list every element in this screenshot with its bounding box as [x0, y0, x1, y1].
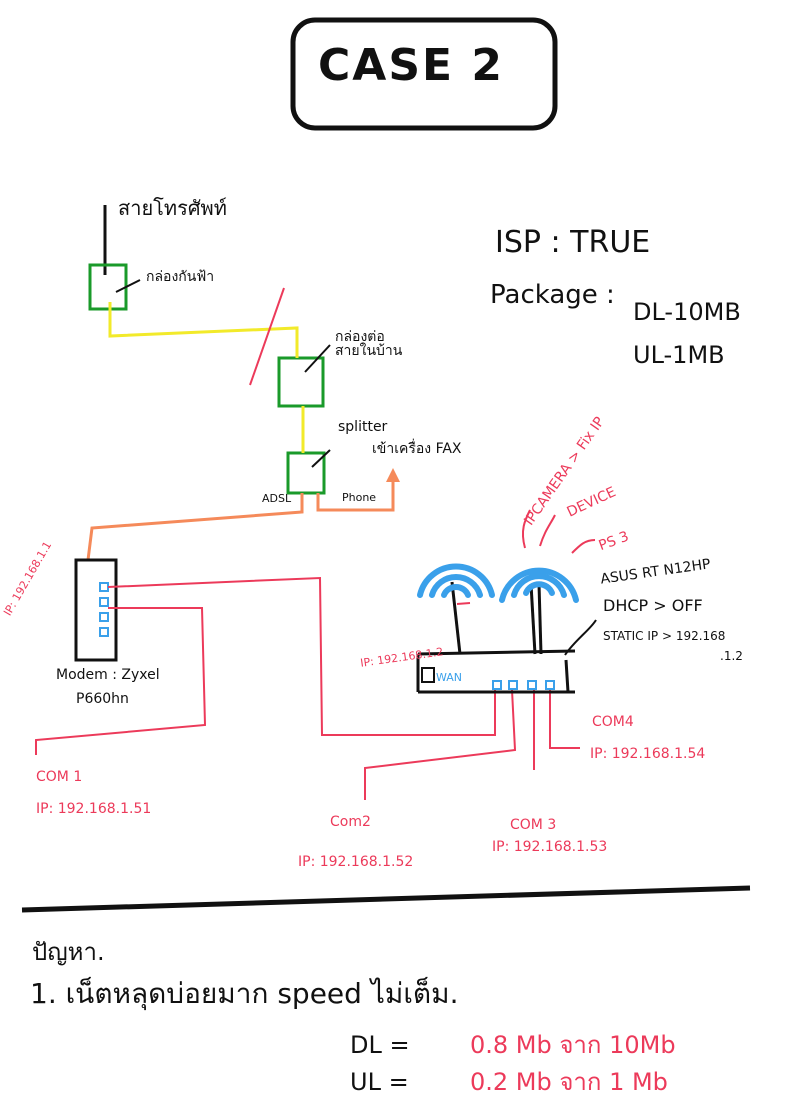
page-title: CASE 2	[318, 40, 505, 91]
adsl-wire	[86, 493, 304, 561]
red-cut-mark	[249, 287, 285, 386]
splitter-label: splitter	[338, 419, 388, 435]
ul-value: 0.2 Mb จาก 1 Mb	[470, 1068, 668, 1096]
phone-wire	[316, 478, 395, 512]
fax-arrow	[386, 468, 400, 482]
package-ul: UL-1MB	[633, 341, 725, 369]
section-divider	[21, 885, 751, 913]
package-dl: DL-10MB	[633, 298, 741, 326]
router-body	[416, 581, 576, 694]
static-ip-cont: .1.2	[720, 649, 743, 663]
phone-port-label: Phone	[342, 491, 377, 504]
modem-model: P660hn	[76, 691, 129, 707]
dhcp-setting: DHCP > OFF	[603, 596, 703, 615]
indoor-box	[277, 356, 325, 408]
static-ip-setting: STATIC IP > 192.168	[603, 629, 726, 643]
modem-body	[74, 558, 118, 662]
ul-label: UL =	[350, 1068, 409, 1096]
cable-com2	[364, 689, 517, 800]
indoor-box-label: กล่องต่อสายในบ้าน	[335, 329, 403, 359]
cable-modem-router	[107, 576, 496, 736]
fax-label: เข้าเครื่อง FAX	[372, 441, 462, 457]
modem-label: Modem : Zyxel	[56, 667, 160, 683]
surge-box	[88, 263, 128, 311]
yellow-wire	[108, 302, 299, 358]
cable-com4	[549, 690, 580, 749]
problem-heading: ปัญหา.	[32, 938, 105, 966]
adsl-port-label: ADSL	[262, 492, 292, 505]
com3-ip: IP: 192.168.1.53	[492, 839, 608, 855]
dl-label: DL =	[350, 1031, 410, 1059]
surge-box-label: กล่องกันฟ้า	[146, 269, 215, 285]
com2-name: Com2	[330, 814, 371, 830]
com2-ip: IP: 192.168.1.52	[298, 854, 414, 870]
splitter-box	[286, 451, 326, 495]
package-label: Package :	[490, 280, 615, 310]
cable-com1	[35, 607, 207, 755]
wan-label: WAN	[436, 671, 463, 684]
title-box	[290, 17, 558, 131]
com4-ip: IP: 192.168.1.54	[590, 746, 706, 762]
com3-name: COM 3	[510, 817, 557, 833]
com1-name: COM 1	[36, 769, 83, 785]
com1-ip: IP: 192.168.1.51	[36, 801, 152, 817]
dl-value: 0.8 Mb จาก 10Mb	[470, 1031, 676, 1059]
isp-label: ISP : TRUE	[495, 225, 651, 260]
phone-line-label: สายโทรศัพท์	[118, 196, 227, 220]
wifi-waves-icon	[417, 563, 579, 603]
com4-name: COM4	[592, 714, 634, 730]
problem-item-1: 1. เน็ตหลุดบ่อยมาก speed ไม่เต็ม.	[30, 977, 459, 1010]
